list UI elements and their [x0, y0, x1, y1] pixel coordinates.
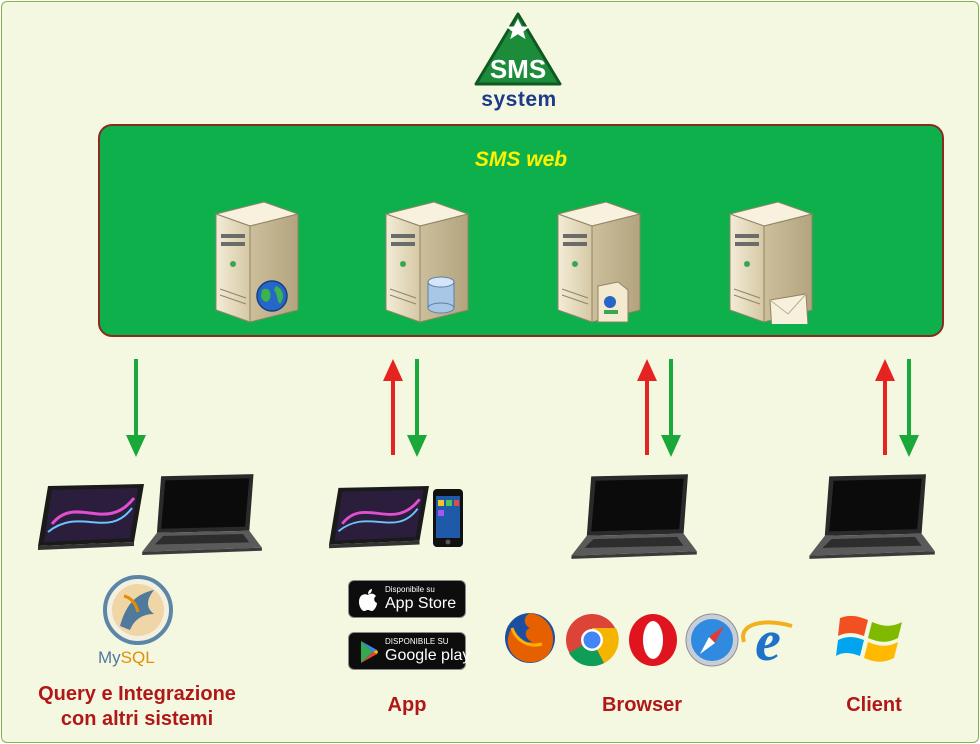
- windows-logo-icon: [836, 615, 902, 662]
- svg-text:e: e: [755, 608, 781, 668]
- envelope-icon: [769, 293, 809, 324]
- label-browser: Browser: [601, 694, 683, 716]
- googleplay-small-text: DISPONIBILE SU: [385, 637, 449, 646]
- arrow-down-col1: [126, 359, 146, 457]
- arrow-up-col2: [383, 359, 403, 455]
- database-server-icon: [376, 194, 476, 324]
- document-icon: [597, 281, 629, 323]
- arrows-layer: [126, 359, 919, 457]
- arrow-down-col4: [899, 359, 919, 457]
- internet-explorer-icon: e: [741, 608, 793, 668]
- chrome-icon: [566, 614, 619, 667]
- laptop-icon: [804, 472, 938, 560]
- firefox-icon: [505, 613, 555, 663]
- logo-mark: SMS: [490, 54, 546, 84]
- file-server-icon: [548, 194, 648, 323]
- arrow-down-col2: [407, 359, 427, 457]
- mail-server-icon: [720, 194, 820, 324]
- apple-icon: [359, 589, 377, 611]
- app-store-badge[interactable]: Disponibile su App Store: [348, 580, 466, 618]
- arrow-up-col3: [637, 359, 657, 455]
- mysql-wordmark-main: My: [98, 648, 121, 667]
- mysql-logo-icon: [103, 575, 173, 645]
- web-server-icon: [206, 194, 306, 324]
- label-client: Client: [846, 694, 902, 716]
- google-play-icon: [361, 641, 378, 663]
- sms-web-title: SMS web: [474, 148, 568, 171]
- safari-icon: [685, 613, 739, 667]
- google-play-badge[interactable]: DISPONIBILE SU Google play: [348, 632, 470, 670]
- opera-icon: [629, 614, 677, 666]
- globe-icon: [256, 280, 288, 312]
- label-line1: Query e Integrazione: [38, 683, 236, 705]
- label-query-integrazione: Query e Integrazione con altri sistemi: [12, 682, 262, 732]
- mysql-wordmark: MySQL: [98, 648, 155, 668]
- sms-system-logo: SMS: [474, 12, 562, 86]
- googleplay-big-text: Google play: [385, 647, 471, 664]
- appstore-small-text: Disponibile su: [385, 585, 435, 594]
- smartphone-icon: [433, 489, 463, 547]
- laptop-icon: [138, 472, 264, 556]
- appstore-big-text: App Store: [385, 595, 457, 612]
- laptop-icon: [566, 472, 700, 560]
- logo-subtitle: system: [481, 88, 557, 111]
- database-icon: [427, 276, 455, 314]
- mysql-wordmark-sub: SQL: [120, 648, 155, 667]
- arrow-up-col4: [875, 359, 895, 455]
- arrow-down-col3: [661, 359, 681, 457]
- tablet-icon: [326, 486, 432, 552]
- tablet-icon: [36, 484, 146, 554]
- label-line2: con altri sistemi: [60, 708, 214, 730]
- label-app: App: [387, 694, 427, 716]
